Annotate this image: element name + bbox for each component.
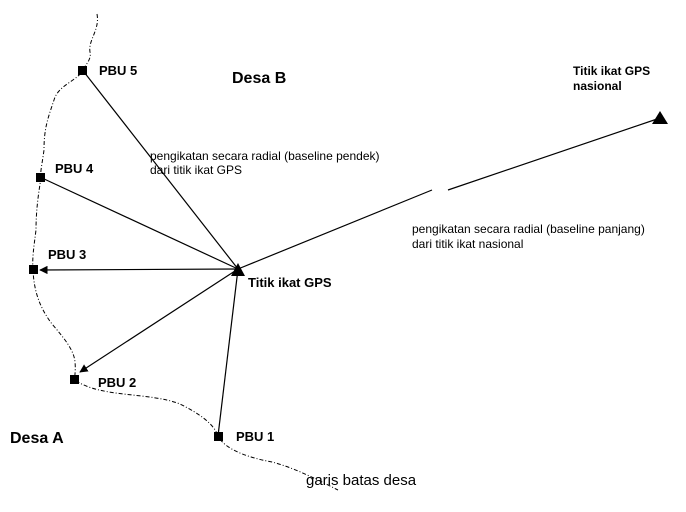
- long-baseline-segment-2: [447, 117, 661, 191]
- village-a-label: Desa A: [10, 430, 64, 447]
- baseline-pbu4: [41, 177, 239, 270]
- short-baseline-note-line1: pengikatan secara radial (baseline pende…: [150, 149, 380, 163]
- pbu1-marker: [214, 432, 223, 441]
- pbu3-marker: [29, 265, 38, 274]
- pbu1-label: PBU 1: [236, 429, 275, 444]
- village-boundary-line: [32, 13, 339, 491]
- national-gps-point-label-line2: nasional: [573, 79, 622, 93]
- national-gps-point-marker: [652, 111, 668, 124]
- national-gps-point-label-line1: Titik ikat GPS: [573, 64, 651, 78]
- pbu5-marker: [78, 66, 87, 75]
- gps-binding-point-label: Titik ikat GPS: [248, 275, 332, 290]
- pbu3-label: PBU 3: [48, 247, 87, 262]
- boundary-line-label: garis batas desa: [306, 472, 417, 489]
- village-b-label: Desa B: [232, 70, 287, 87]
- long-baseline-segment-1: [237, 189, 433, 270]
- short-baseline-note-line2: dari titik ikat GPS: [150, 163, 243, 177]
- gps-binding-point-marker: [231, 263, 245, 276]
- long-baseline-note-line2: dari titik ikat nasional: [412, 237, 524, 251]
- baseline-pbu5: [83, 71, 239, 270]
- baseline-pbu2: [79, 268, 239, 373]
- baseline-pbu1: [217, 268, 239, 437]
- pbu5-label: PBU 5: [99, 63, 138, 78]
- pbu4-label: PBU 4: [55, 161, 94, 176]
- pbu2-marker: [70, 375, 79, 384]
- baseline-pbu3: [39, 265, 239, 275]
- pbu2-label: PBU 2: [98, 375, 137, 390]
- pbu4-marker: [36, 173, 45, 182]
- long-baseline-note-line1: pengikatan secara radial (baseline panja…: [412, 222, 645, 236]
